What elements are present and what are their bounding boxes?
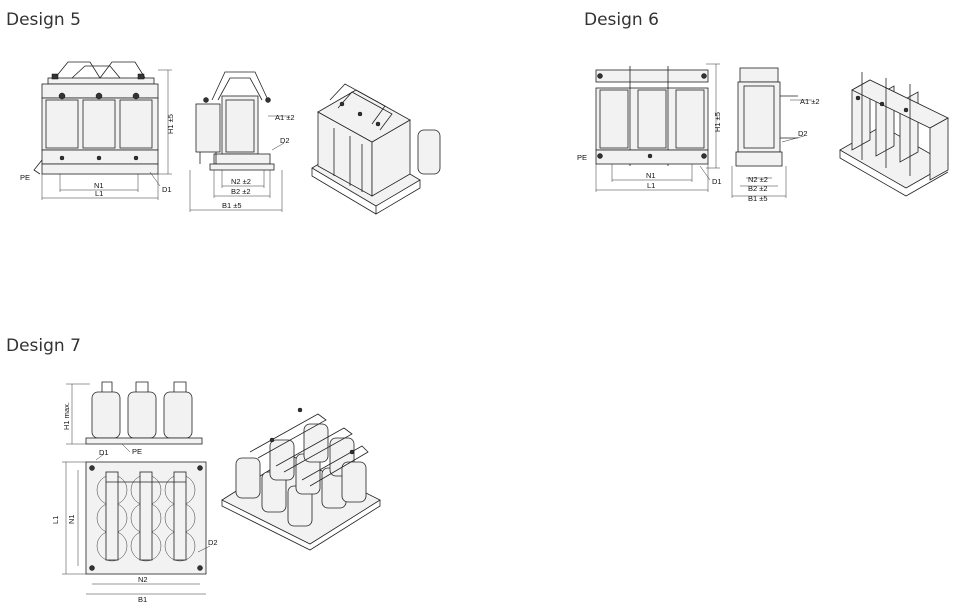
design-6-iso-view [839, 72, 949, 197]
design-5-front-view: PE N1 L1 D1 H1 ±5 [20, 61, 175, 200]
design-5-l1-label: L1 [95, 189, 103, 198]
design-6-heading: Design 6 [584, 10, 659, 30]
design-6-b1-label: B1 ±5 [748, 194, 768, 203]
design-5-b2-label: B2 ±2 [231, 187, 251, 196]
design-6-n1-label: N1 [646, 171, 656, 180]
design-6-side-view: A1 ±2 D2 N2 ±2 B2 ±2 B1 ±5 [731, 67, 820, 203]
design-6-n2-label: N2 ±2 [748, 175, 768, 184]
design-6-d2-label: D2 [798, 129, 808, 138]
design-5-d2-label: D2 [280, 136, 290, 145]
design-7-b1-label: B1 [138, 595, 147, 604]
design-5-n2-label: N2 ±2 [231, 177, 251, 186]
design-7-front-view: H1 max. PE [62, 381, 203, 456]
design-5-b1-label: B1 ±5 [222, 201, 242, 210]
design-5-a1-label: A1 ±2 [275, 113, 295, 122]
design-5-h1-label: H1 ±5 [166, 114, 175, 134]
design-7-h1-label: H1 max. [62, 402, 71, 430]
design-7-d2-label: D2 [208, 538, 218, 547]
design-7-n1-label: N1 [67, 514, 76, 524]
design-7-top-view: D1 L1 N1 D2 N2 B1 [51, 448, 218, 604]
design-5-d1-label: D1 [162, 185, 172, 194]
design-5-n1-label: N1 [94, 181, 104, 190]
design-7-pe-label: PE [132, 447, 142, 456]
design-7-d1-label: D1 [99, 448, 109, 457]
design-7-n2-label: N2 [138, 575, 148, 584]
design-6-l1-label: L1 [647, 181, 655, 190]
design-5-side-view: A1 ±2 D2 N2 ±2 B2 ±2 B1 ±5 [189, 71, 295, 212]
design-5-iso-view [311, 83, 441, 215]
design-5-pe-label: PE [20, 173, 30, 182]
design-6-a1-label: A1 ±2 [800, 97, 820, 106]
design-6-pe-label: PE [577, 153, 587, 162]
design-7-heading: Design 7 [6, 336, 81, 356]
design-6-h1-label: H1 ±5 [713, 112, 722, 132]
design-7-iso-view [221, 407, 381, 551]
design-7-l1-label: L1 [51, 516, 60, 524]
design-5-heading: Design 5 [6, 10, 81, 30]
design-6-d1-label: D1 [712, 177, 722, 186]
design-6-front-view: PE N1 L1 D1 H1 ±5 [577, 63, 722, 192]
design-6-b2-label: B2 ±2 [748, 184, 768, 193]
